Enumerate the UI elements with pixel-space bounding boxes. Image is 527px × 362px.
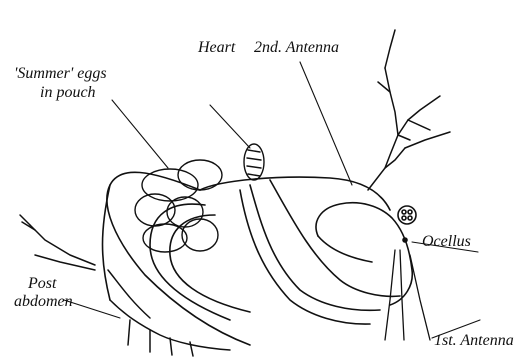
first-antenna-limb <box>385 250 430 340</box>
heart-organ <box>244 144 264 180</box>
label-summer-eggs-line1: 'Summer' eggs <box>14 65 107 82</box>
egg <box>142 169 198 201</box>
label-first-antenna: 1st. Antenna <box>434 332 514 349</box>
label-heart: Heart <box>197 39 236 56</box>
compound-eye <box>398 206 416 224</box>
egg <box>182 219 218 251</box>
label-ocellus: Ocellus <box>422 233 471 250</box>
label-post-abdomen-line1: Post <box>27 275 57 292</box>
label-post-abdomen-line2: abdomen <box>14 293 73 310</box>
second-antenna-limb <box>368 30 450 190</box>
ocellus-dot <box>403 238 407 242</box>
label-second-antenna: 2nd. Antenna <box>254 39 339 56</box>
label-summer-eggs-line2: in pouch <box>40 84 96 101</box>
egg <box>178 160 222 190</box>
leader-lines <box>64 62 480 338</box>
